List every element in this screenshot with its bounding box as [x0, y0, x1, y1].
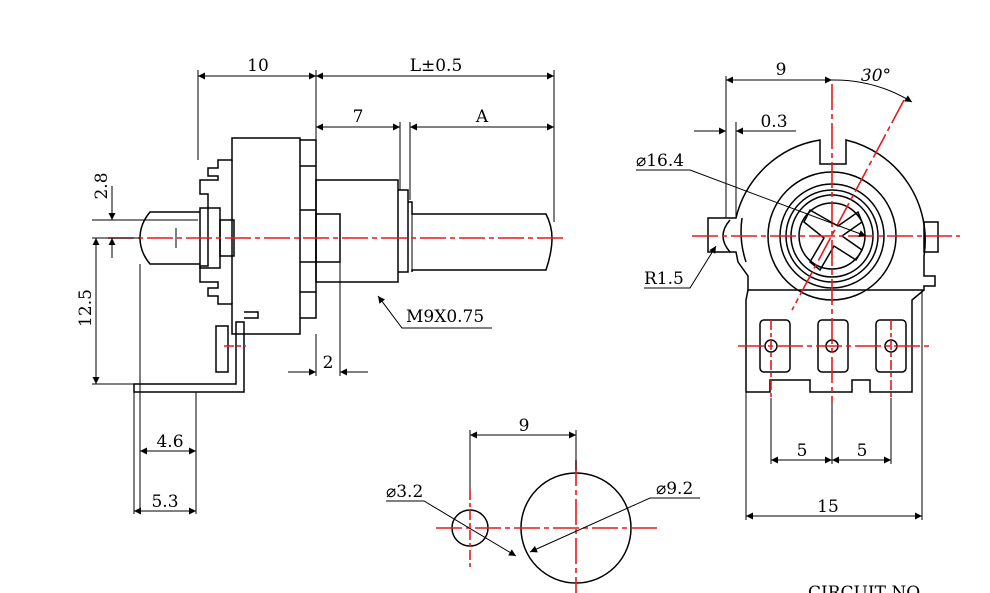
- dim-r1-5: R1.5: [644, 269, 684, 289]
- dim-2-8: 2.8: [92, 172, 112, 199]
- front-housing-lip: [740, 217, 747, 263]
- threaded-bushing: [315, 179, 399, 283]
- dim-length: L±0.5: [410, 56, 463, 76]
- front-housing-outline: [707, 139, 936, 291]
- dim-width: 15: [817, 497, 839, 517]
- dia16-4-leader: [636, 169, 867, 237]
- dim-12-5: 12.5: [76, 289, 96, 327]
- dim-dia3-2: ⌀3.2: [386, 482, 423, 502]
- dia9-2-leader: [529, 497, 700, 553]
- front-view: 9 30° 0.3 ⌀16.4 R1.5 5 5 15: [636, 60, 960, 520]
- r1-5-leader: [644, 245, 717, 289]
- pot-body-outline: [199, 137, 301, 335]
- dim-5-3: 5.3: [151, 492, 178, 512]
- side-view: 10 L±0.5 7 A 2.8 12.5 M9X0.75 2 4.6 5.3: [76, 56, 566, 515]
- dim-2: 2: [323, 353, 334, 373]
- terminal-tab: [215, 311, 259, 373]
- angle-centerline: [791, 99, 905, 311]
- dim-dia9-2: ⌀9.2: [656, 479, 693, 499]
- dim-10: 10: [247, 56, 269, 76]
- dim-pitch-left: 5: [797, 441, 808, 461]
- front-shaft-key: [803, 208, 864, 272]
- dim-dia16-4: ⌀16.4: [636, 151, 684, 171]
- dim-a: A: [475, 107, 489, 127]
- dim-7: 7: [353, 107, 364, 127]
- circuit-label: CIRCUIT NO: [808, 583, 920, 593]
- bushing-shoulder: [398, 189, 409, 273]
- dia3-2-leader: [386, 500, 517, 557]
- dim-spacing: 9: [519, 416, 530, 436]
- dim-4-6: 4.6: [156, 432, 183, 452]
- mount-hole-pattern: 9 ⌀3.2 ⌀9.2: [386, 416, 700, 593]
- dim-thread: M9X0.75: [406, 307, 484, 327]
- shaft: [408, 201, 553, 272]
- front-side-tab: [923, 221, 939, 253]
- dim-angle: 30°: [861, 66, 891, 86]
- dim-0-3: 0.3: [760, 112, 787, 132]
- dim-angle-arc: [831, 79, 913, 103]
- dim-pitch-right: 5: [857, 441, 868, 461]
- terminal-block: [745, 289, 925, 393]
- thread-leader: [377, 295, 492, 329]
- dim-9: 9: [776, 60, 787, 80]
